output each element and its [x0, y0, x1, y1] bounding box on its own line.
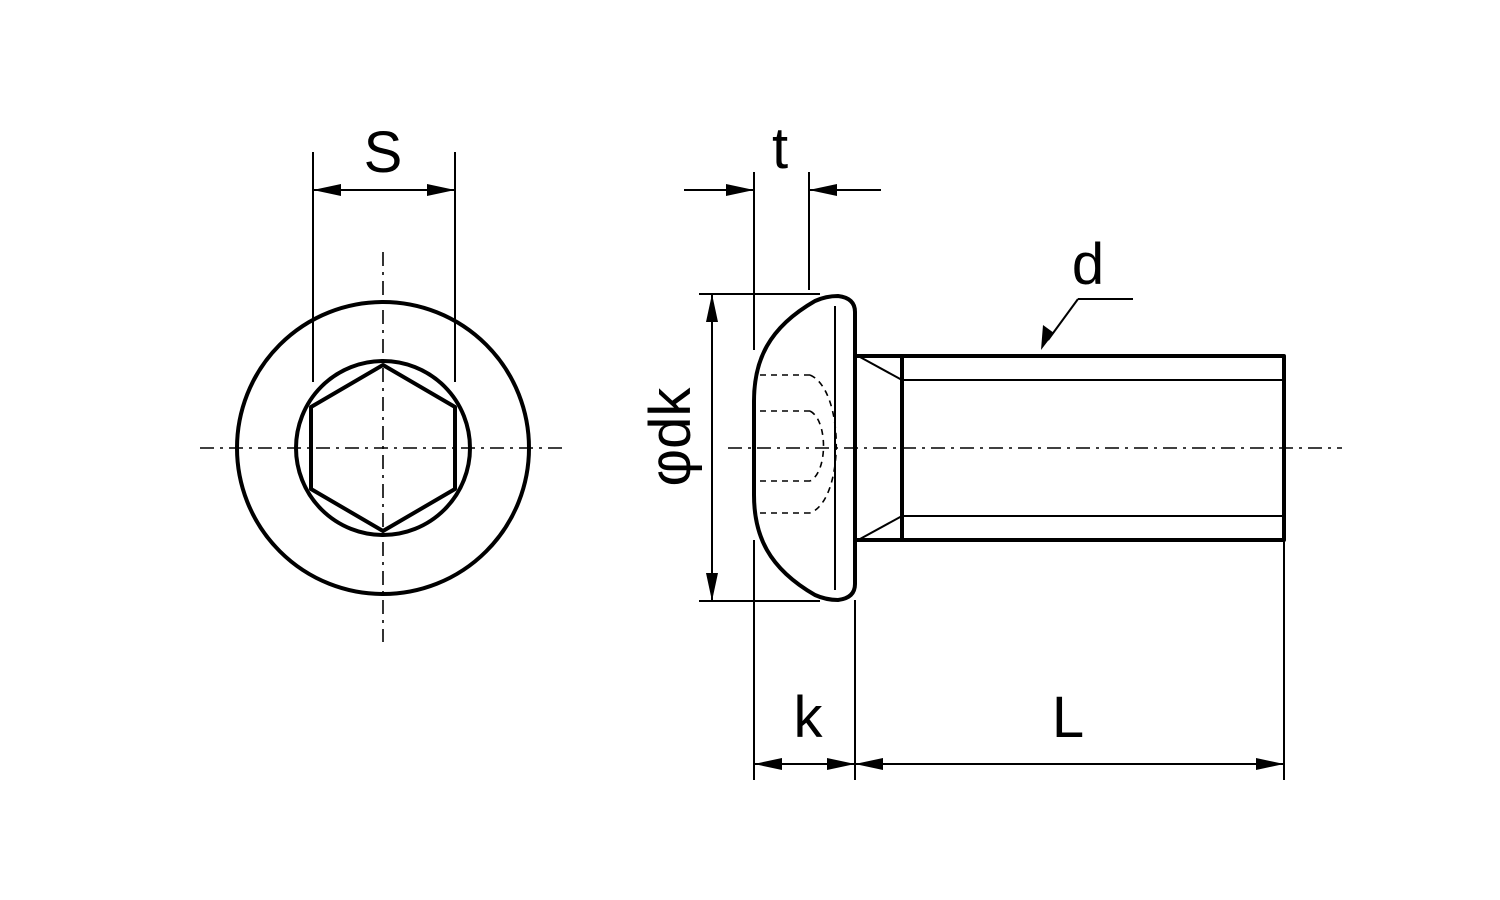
dk-arrow-top: [706, 294, 718, 322]
dimension-t: t: [684, 116, 881, 350]
dimension-d: d: [1041, 232, 1133, 350]
socket-circle: [294, 359, 472, 537]
d-arrow: [1041, 325, 1054, 350]
s-label: S: [364, 120, 403, 185]
dimension-S: S: [312, 120, 456, 382]
t-label: t: [772, 116, 788, 181]
fillet-taper-bottom: [859, 515, 903, 540]
s-arrow-left: [313, 184, 341, 196]
d-label: d: [1072, 232, 1104, 297]
dk-label: φdk: [638, 387, 703, 487]
l-label: L: [1052, 685, 1084, 750]
t-arrow-left: [726, 184, 754, 196]
dimension-dk: φdk: [638, 293, 820, 602]
side-view: t d φdk k: [638, 116, 1342, 780]
head-outer-circle: [235, 300, 531, 596]
t-arrow-right: [809, 184, 837, 196]
k-arrow-left: [754, 758, 782, 770]
k-label: k: [794, 685, 824, 750]
hidden-socket-cone-outer: [809, 374, 838, 514]
s-arrow-right: [427, 184, 455, 196]
head-outline: [752, 294, 857, 602]
hidden-socket: [760, 374, 838, 514]
dimension-L: L: [855, 540, 1285, 780]
l-arrow-right: [1256, 758, 1284, 770]
end-view: S: [200, 120, 565, 642]
dimension-k: k: [753, 540, 856, 780]
fillet-taper-top: [859, 356, 903, 381]
shank-outline: [900, 354, 1286, 542]
k-arrow-right: [827, 758, 855, 770]
hex-socket-outline: [309, 363, 457, 533]
l-arrow-left: [855, 758, 883, 770]
hidden-socket-cone-inner: [809, 410, 825, 482]
dk-arrow-bottom: [706, 573, 718, 601]
